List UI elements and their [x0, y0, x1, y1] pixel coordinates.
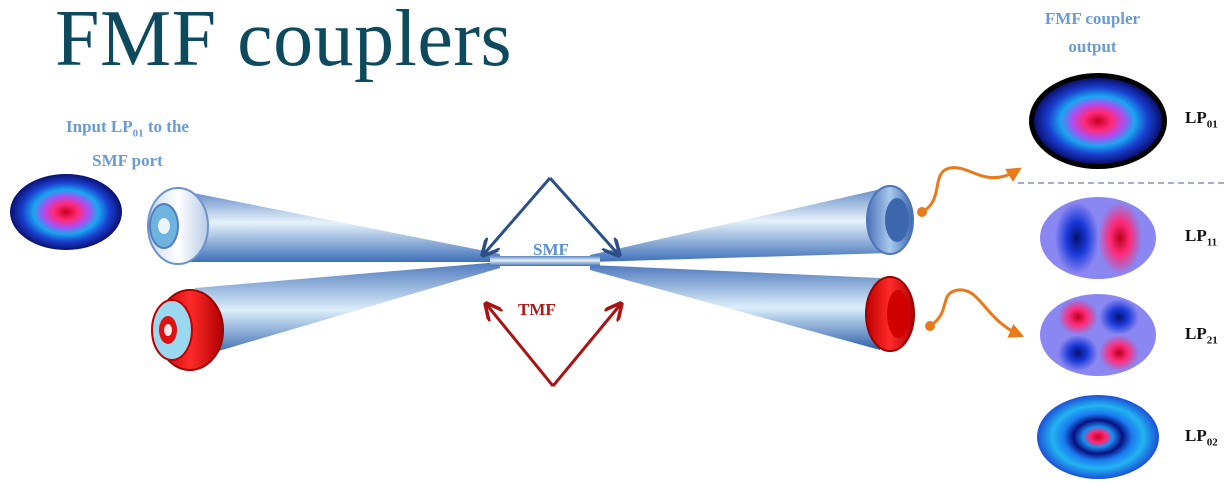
output-mode-lp01	[1029, 73, 1167, 169]
coupling-waist	[490, 256, 600, 266]
input-caption-line1: Input LP01 to the	[66, 117, 189, 140]
output-caption: FMF coupler output	[1040, 5, 1145, 61]
output-caption-line1: FMF coupler	[1044, 9, 1141, 28]
output-mode-lp02	[1037, 395, 1159, 479]
mode-label-lp11: LP11	[1185, 226, 1218, 249]
smf-output-fiber	[590, 185, 914, 262]
output-mode-lp21	[1040, 294, 1156, 376]
output-mode-lp11	[1040, 197, 1156, 279]
curve-arrow-top	[917, 166, 1022, 217]
smf-arrows	[484, 176, 618, 254]
mode-label-lp21: LP21	[1185, 324, 1218, 347]
mode-label-lp01: LP01	[1185, 108, 1218, 131]
smf-fiber	[147, 187, 500, 265]
tmf-output-fiber	[590, 265, 915, 352]
output-caption-line2: output	[1068, 37, 1117, 56]
input-caption: Input LP01 to the SMF port	[40, 113, 215, 175]
input-caption-line2: SMF port	[92, 151, 163, 171]
curve-arrow-bottom	[925, 288, 1025, 338]
smf-label: SMF	[533, 240, 569, 259]
mode-label-lp02: LP02	[1185, 426, 1218, 449]
page-title: FMF couplers	[55, 0, 513, 83]
tmf-arrows	[487, 305, 620, 387]
tmf-label: TMF	[518, 300, 556, 319]
tmf-fiber	[151, 262, 500, 371]
input-lp01-spot	[10, 174, 122, 250]
